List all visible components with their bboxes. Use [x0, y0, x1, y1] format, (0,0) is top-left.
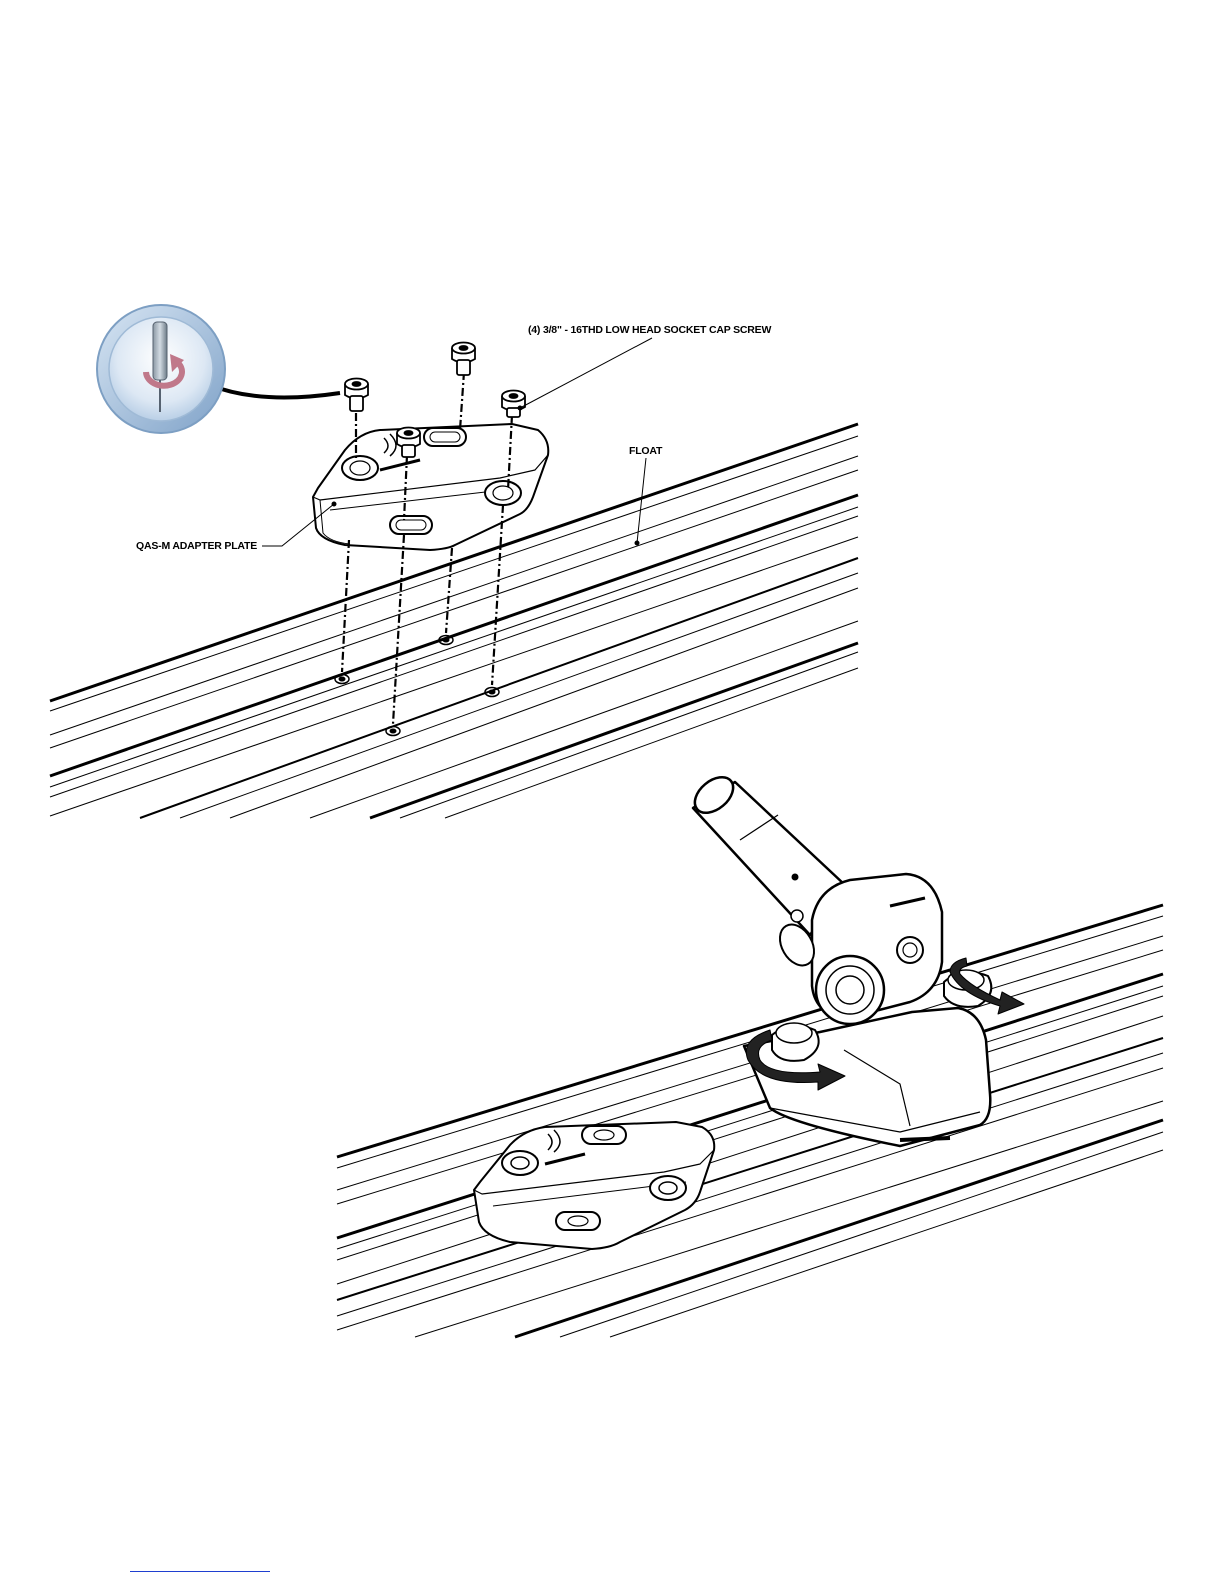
qas-m-adapter-plate-bottom: [474, 1122, 714, 1249]
rail-hole: [386, 727, 400, 736]
callout-screws-label: (4) 3/8" - 16THD LOW HEAD SOCKET CAP SCR…: [528, 324, 771, 336]
rod-holder-head: [812, 874, 942, 1024]
socket-cap-screw: [452, 343, 475, 376]
plate-hole: [485, 481, 521, 505]
plate-slot: [556, 1212, 600, 1230]
plate-hole: [502, 1151, 538, 1175]
rod-holder-assembly: [688, 770, 1024, 1146]
footer-link-rule[interactable]: [130, 1571, 270, 1572]
socket-cap-screw: [345, 379, 368, 412]
callout-screws: (4) 3/8" - 16THD LOW HEAD SOCKET CAP SCR…: [518, 324, 772, 411]
locking-knob-front: [772, 1023, 819, 1061]
plate-slot: [424, 428, 466, 446]
plate-slot: [582, 1126, 626, 1144]
callout-plate: QAS-M ADAPTER PLATE: [136, 502, 337, 553]
plate-hole: [650, 1176, 686, 1200]
float-rail-bottom: [337, 905, 1163, 1337]
socket-cap-screw: [502, 391, 525, 418]
plate-hole: [342, 456, 378, 480]
plate-slot: [390, 516, 432, 534]
callout-plate-label: QAS-M ADAPTER PLATE: [136, 540, 257, 552]
callout-float-label: FLOAT: [629, 445, 663, 457]
hex-driver-rotate-icon: [97, 305, 340, 433]
qas-m-adapter-plate-top: [313, 424, 548, 550]
